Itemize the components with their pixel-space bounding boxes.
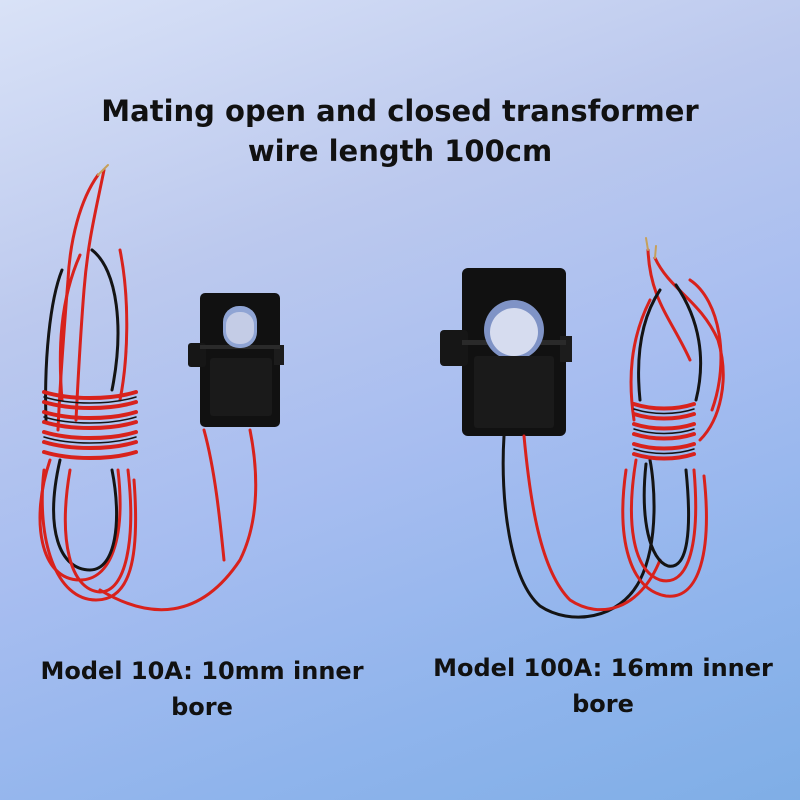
right-wire-bundle (501, 237, 725, 619)
left-transformer-10a (188, 293, 284, 427)
left-model-line-2: bore (171, 693, 233, 721)
right-model-caption: Model 100A: 16mm inner bore (428, 650, 778, 722)
left-model-line-1: Model 10A: 10mm inner (40, 657, 364, 685)
right-transformer-100a (440, 268, 572, 436)
right-model-line-1: Model 100A: 16mm inner (433, 654, 773, 682)
left-wire-bundle (38, 164, 258, 612)
left-model-caption: Model 10A: 10mm inner bore (22, 653, 382, 725)
right-model-line-2: bore (572, 690, 634, 718)
headline-line-1: Mating open and closed transformer (101, 94, 699, 128)
headline-line-2: wire length 100cm (247, 134, 553, 168)
